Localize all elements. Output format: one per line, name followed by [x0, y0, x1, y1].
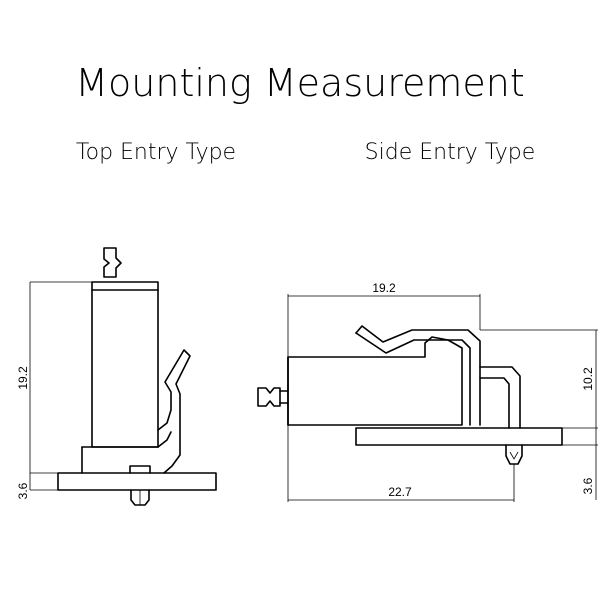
side-dim-width-bottom-value: 22.7: [388, 485, 412, 499]
side-clip-spring-inner: [355, 332, 471, 426]
side-clip-spring-outer: [355, 325, 481, 426]
side-pin-bottom: [505, 444, 523, 465]
side-base-plate: [355, 427, 563, 446]
top-clip-spring: [157, 349, 191, 474]
top-dim-height-value: 19.2: [16, 366, 30, 390]
top-entry-drawing: 19.2 3.6: [16, 247, 217, 506]
side-hook-outer: [479, 366, 521, 429]
top-housing-body: [91, 281, 159, 448]
top-wire-stub: [103, 247, 122, 278]
side-entry-drawing: 19.2 22.7 10.2 3.6: [257, 281, 598, 502]
side-dim-height-value: 10.2: [581, 367, 595, 391]
top-pin-head: [129, 465, 151, 474]
side-pin-tip: [509, 451, 519, 460]
top-dim-base-value: 3.6: [16, 482, 30, 499]
side-housing-body: [287, 336, 463, 426]
side-dim-base-value: 3.6: [581, 477, 595, 494]
top-base-plate: [57, 472, 217, 491]
page-title: Mounting Measurement: [75, 61, 525, 105]
top-entry-label: Top Entry Type: [76, 140, 236, 165]
side-wire-stub: [257, 387, 281, 407]
side-entry-label: Side Entry Type: [365, 140, 536, 165]
side-hook-inner: [479, 377, 510, 429]
top-clip-inner: [157, 431, 172, 448]
side-dim-width-top-value: 19.2: [372, 281, 396, 295]
